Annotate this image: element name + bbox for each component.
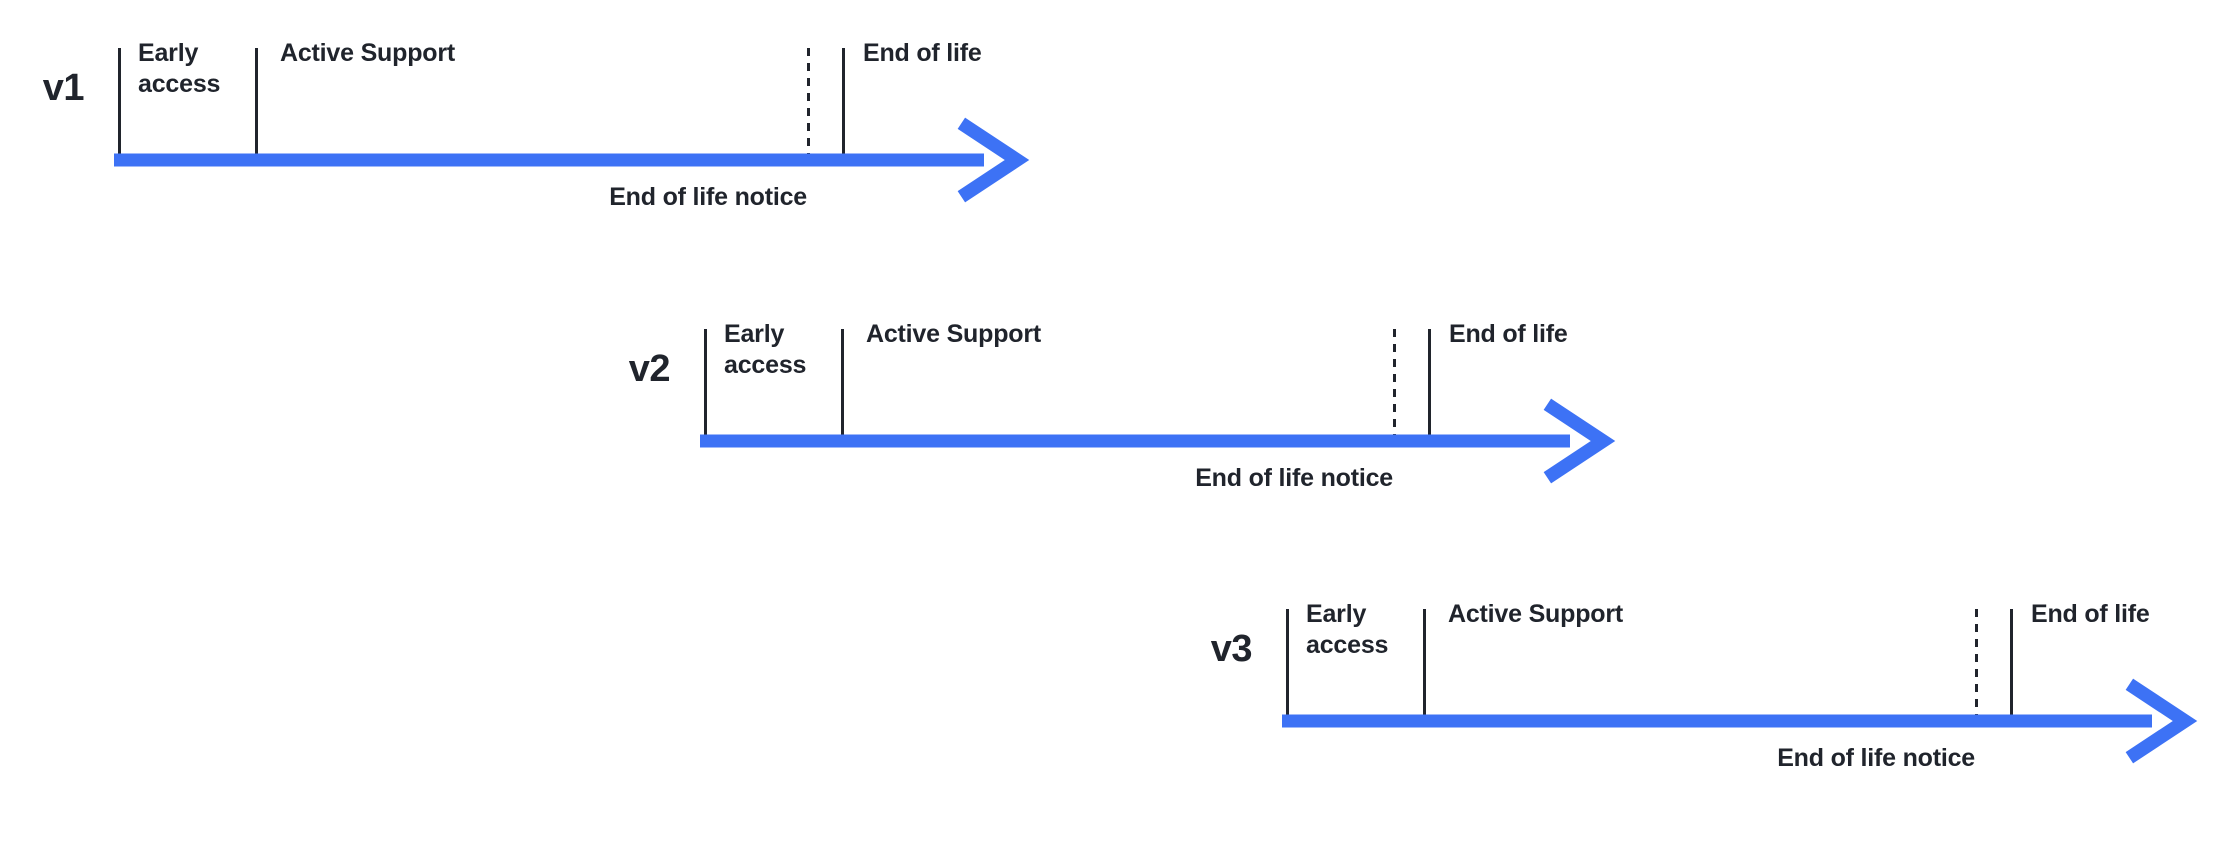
timeline-arrow-icon <box>700 398 1616 484</box>
active-support-tick <box>1423 609 1426 715</box>
end-of-life-notice-label: End of life notice <box>1777 744 1975 772</box>
eol-notice-dashed-line <box>807 48 810 154</box>
early-access-tick <box>1286 609 1289 715</box>
version-label: v1 <box>42 67 85 109</box>
early-access-tick <box>118 48 121 154</box>
active-support-tick <box>255 48 258 154</box>
eol-notice-dashed-line <box>1975 609 1978 715</box>
timeline-row-v2: v2 Early access Active Support End of li… <box>586 311 1706 561</box>
end-of-life-tick <box>1428 329 1431 435</box>
end-of-life-notice-label: End of life notice <box>609 183 807 211</box>
end-of-life-tick <box>2010 609 2013 715</box>
end-of-life-label: End of life <box>863 39 982 67</box>
active-support-label: Active Support <box>280 39 455 67</box>
end-of-life-label: End of life <box>1449 320 1568 348</box>
early-access-label: Early access <box>724 320 807 379</box>
eol-notice-dashed-line <box>1393 329 1396 435</box>
lifecycle-diagram: v1 Early access Active Support End of li… <box>0 30 2198 772</box>
early-access-tick <box>704 329 707 435</box>
timeline-row-v1: v1 Early access Active Support End of li… <box>0 30 1120 280</box>
version-label: v2 <box>628 348 671 390</box>
timeline-arrow-icon <box>1282 678 2198 764</box>
early-access-label: Early access <box>1306 600 1389 659</box>
timeline-row-v3: v3 Early access Active Support End of li… <box>1168 591 2228 841</box>
end-of-life-notice-label: End of life notice <box>1195 464 1393 492</box>
timeline-arrow-icon <box>114 117 1030 203</box>
end-of-life-tick <box>842 48 845 154</box>
end-of-life-label: End of life <box>2031 600 2150 628</box>
active-support-tick <box>841 329 844 435</box>
early-access-label: Early access <box>138 39 221 98</box>
active-support-label: Active Support <box>866 320 1041 348</box>
active-support-label: Active Support <box>1448 600 1623 628</box>
version-label: v3 <box>1210 628 1253 670</box>
